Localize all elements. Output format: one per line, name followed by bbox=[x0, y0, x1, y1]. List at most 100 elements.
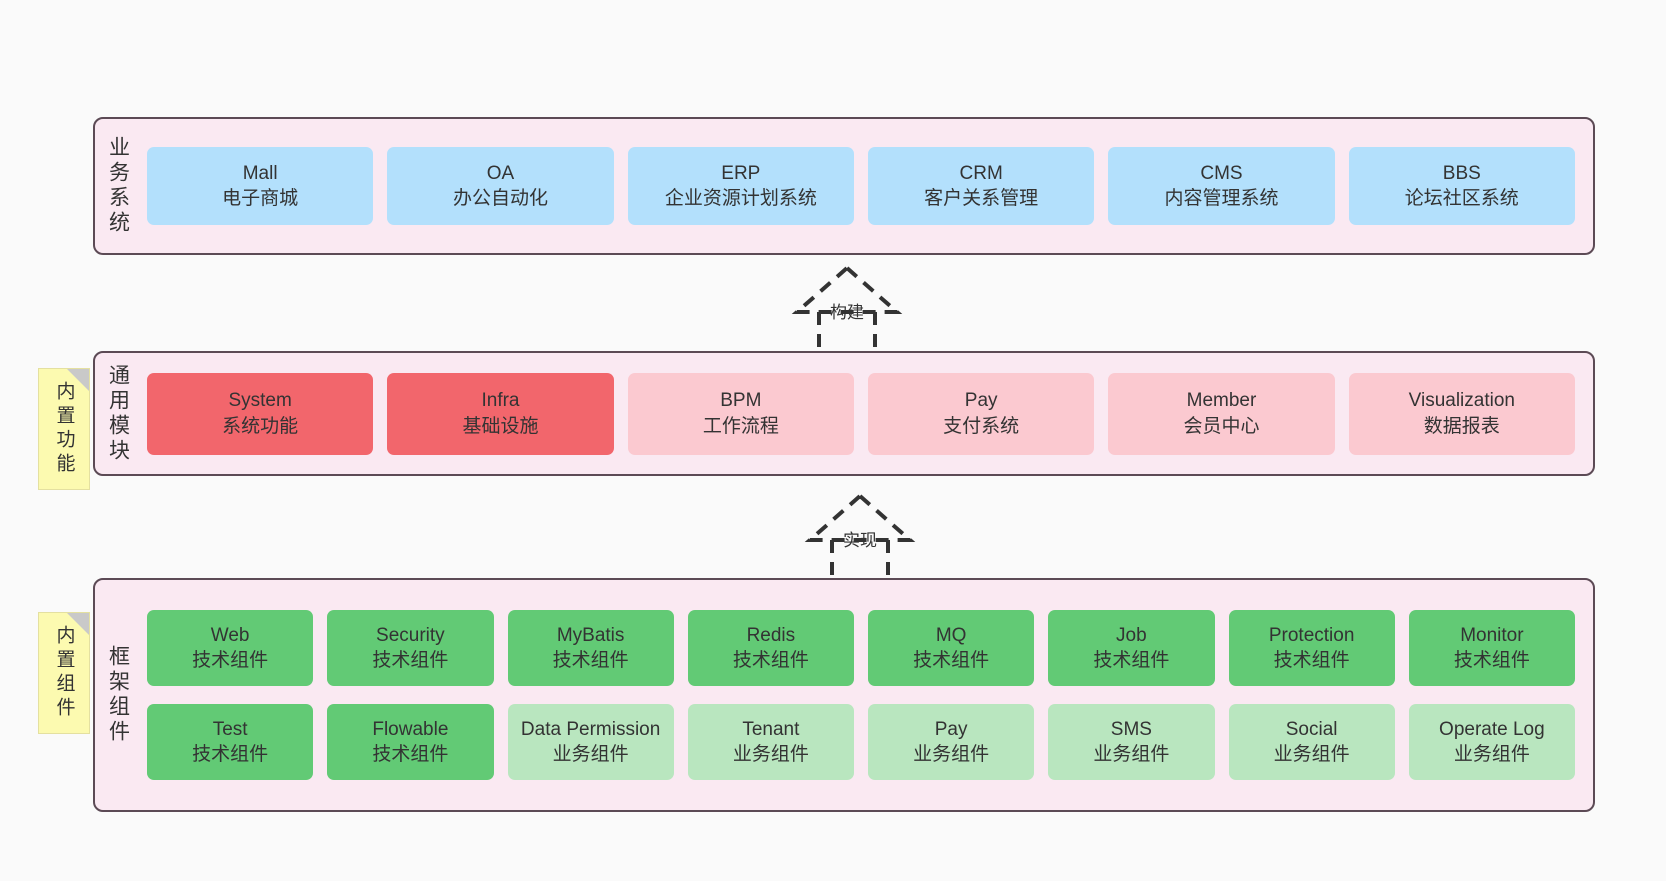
card-title: Test bbox=[212, 718, 248, 740]
card-subtitle: 技术组件 bbox=[192, 650, 269, 671]
card-subtitle: 技术组件 bbox=[1273, 650, 1350, 671]
card-title: Web bbox=[210, 624, 250, 646]
card-subtitle: 业务组件 bbox=[1273, 744, 1350, 765]
card-protection[interactable]: Protection 技术组件 bbox=[1228, 610, 1395, 686]
card-subtitle: 业务组件 bbox=[552, 744, 629, 765]
card-subtitle: 基础设施 bbox=[462, 415, 539, 437]
card-pay-business[interactable]: Pay 业务组件 bbox=[868, 704, 1035, 780]
card-title: Redis bbox=[746, 624, 796, 646]
note-builtin-function: 内置功能 bbox=[38, 368, 90, 490]
card-subtitle: 业务组件 bbox=[913, 744, 990, 765]
card-title: OA bbox=[486, 162, 515, 184]
card-subtitle: 技术组件 bbox=[1453, 650, 1530, 671]
note-label: 内置功能 bbox=[53, 381, 75, 477]
card-system[interactable]: System 系统功能 bbox=[147, 372, 374, 455]
card-data-permission[interactable]: Data Permission 业务组件 bbox=[507, 704, 674, 780]
framework-row-business: Test 技术组件 Flowable 技术组件 Data Permission … bbox=[147, 704, 1575, 780]
card-bbs[interactable]: BBS 论坛社区系统 bbox=[1348, 147, 1575, 225]
card-redis[interactable]: Redis 技术组件 bbox=[687, 610, 854, 686]
layer-framework-components: 框架组件 Web 技术组件 Security 技术组件 MyBatis 技术组件… bbox=[93, 578, 1595, 812]
card-title: CRM bbox=[959, 162, 1003, 184]
card-erp[interactable]: ERP 企业资源计划系统 bbox=[627, 147, 854, 225]
card-title: Infra bbox=[481, 390, 520, 412]
note-fold-corner bbox=[67, 613, 89, 635]
card-title: BBS bbox=[1442, 162, 1481, 184]
card-title: CMS bbox=[1200, 162, 1243, 184]
card-operate-log[interactable]: Operate Log 业务组件 bbox=[1408, 704, 1575, 780]
card-pay[interactable]: Pay 支付系统 bbox=[867, 372, 1095, 455]
card-title: MQ bbox=[935, 624, 967, 646]
card-web[interactable]: Web 技术组件 bbox=[147, 610, 314, 686]
card-title: Mall bbox=[242, 162, 278, 184]
card-subtitle: 工作流程 bbox=[702, 415, 779, 437]
card-title: MyBatis bbox=[556, 624, 625, 646]
card-title: Visualization bbox=[1408, 390, 1515, 412]
card-subtitle: 系统功能 bbox=[222, 415, 299, 437]
card-subtitle: 数据报表 bbox=[1423, 415, 1500, 437]
card-subtitle: 论坛社区系统 bbox=[1404, 188, 1519, 209]
card-title: Security bbox=[376, 624, 445, 646]
card-bpm[interactable]: BPM 工作流程 bbox=[627, 372, 854, 455]
card-subtitle: 办公自动化 bbox=[452, 188, 548, 209]
card-flowable[interactable]: Flowable 技术组件 bbox=[327, 704, 494, 780]
card-crm[interactable]: CRM 客户关系管理 bbox=[867, 147, 1095, 225]
card-title: Flowable bbox=[372, 718, 449, 740]
card-title: Protection bbox=[1268, 624, 1355, 646]
card-title: Member bbox=[1186, 390, 1257, 412]
card-subtitle: 支付系统 bbox=[943, 415, 1020, 437]
card-subtitle: 电子商城 bbox=[222, 188, 299, 209]
card-subtitle: 技术组件 bbox=[192, 744, 269, 765]
layer-body-common-modules: System 系统功能 Infra 基础设施 BPM 工作流程 Pay 支付系统… bbox=[141, 353, 1593, 474]
layer-title-business-systems: 业务系统 bbox=[106, 136, 130, 236]
card-title: System bbox=[228, 390, 292, 412]
card-title: BPM bbox=[720, 390, 762, 412]
layer-title-common-modules: 通用模块 bbox=[106, 363, 130, 464]
layer-body-framework-components: Web 技术组件 Security 技术组件 MyBatis 技术组件 Redi… bbox=[141, 580, 1593, 810]
arrowhead-triangle bbox=[791, 265, 903, 314]
card-subtitle: 业务组件 bbox=[1093, 744, 1170, 765]
card-mall[interactable]: Mall 电子商城 bbox=[147, 147, 374, 225]
card-mybatis[interactable]: MyBatis 技术组件 bbox=[507, 610, 674, 686]
note-fold-corner bbox=[67, 369, 89, 391]
card-subtitle: 客户关系管理 bbox=[924, 188, 1039, 209]
card-subtitle: 技术组件 bbox=[372, 744, 449, 765]
card-sms[interactable]: SMS 业务组件 bbox=[1048, 704, 1215, 780]
card-job[interactable]: Job 技术组件 bbox=[1048, 610, 1215, 686]
layer-title-framework-components: 框架组件 bbox=[106, 645, 130, 745]
card-visualization[interactable]: Visualization 数据报表 bbox=[1348, 372, 1575, 455]
card-subtitle: 技术组件 bbox=[372, 650, 449, 671]
card-title: Operate Log bbox=[1439, 718, 1545, 740]
card-security[interactable]: Security 技术组件 bbox=[327, 610, 494, 686]
card-social[interactable]: Social 业务组件 bbox=[1228, 704, 1395, 780]
card-oa[interactable]: OA 办公自动化 bbox=[387, 147, 614, 225]
card-subtitle: 业务组件 bbox=[1453, 744, 1530, 765]
card-subtitle: 技术组件 bbox=[913, 650, 990, 671]
card-subtitle: 技术组件 bbox=[552, 650, 629, 671]
card-monitor[interactable]: Monitor 技术组件 bbox=[1408, 610, 1575, 686]
card-member[interactable]: Member 会员中心 bbox=[1108, 372, 1335, 455]
card-title: ERP bbox=[721, 162, 761, 184]
card-title: Data Permission bbox=[520, 718, 661, 740]
card-title: Job bbox=[1116, 624, 1147, 646]
card-title: Monitor bbox=[1460, 624, 1524, 646]
card-infra[interactable]: Infra 基础设施 bbox=[387, 372, 614, 455]
card-title: Tenant bbox=[742, 718, 800, 740]
card-test[interactable]: Test 技术组件 bbox=[147, 704, 314, 780]
layer-body-business-systems: Mall 电子商城 OA 办公自动化 ERP 企业资源计划系统 CRM 客户关系… bbox=[141, 119, 1593, 253]
card-subtitle: 技术组件 bbox=[732, 650, 809, 671]
layer-common-modules: 通用模块 System 系统功能 Infra 基础设施 BPM 工作流程 Pay… bbox=[93, 351, 1595, 476]
framework-row-technical: Web 技术组件 Security 技术组件 MyBatis 技术组件 Redi… bbox=[147, 610, 1575, 686]
connector-build: 构建 bbox=[757, 262, 937, 356]
card-subtitle: 技术组件 bbox=[1093, 650, 1170, 671]
card-tenant[interactable]: Tenant 业务组件 bbox=[687, 704, 854, 780]
card-title: Social bbox=[1285, 718, 1338, 740]
connector-label-build: 构建 bbox=[830, 303, 864, 322]
card-subtitle: 业务组件 bbox=[732, 744, 809, 765]
card-title: Pay bbox=[964, 390, 998, 412]
layer-business-systems: 业务系统 Mall 电子商城 OA 办公自动化 ERP 企业资源计划系统 CRM… bbox=[93, 117, 1595, 255]
card-cms[interactable]: CMS 内容管理系统 bbox=[1108, 147, 1335, 225]
card-title: SMS bbox=[1110, 718, 1152, 740]
note-builtin-component: 内置组件 bbox=[38, 612, 90, 734]
connector-implement: 实现 bbox=[770, 490, 950, 584]
card-mq[interactable]: MQ 技术组件 bbox=[868, 610, 1035, 686]
